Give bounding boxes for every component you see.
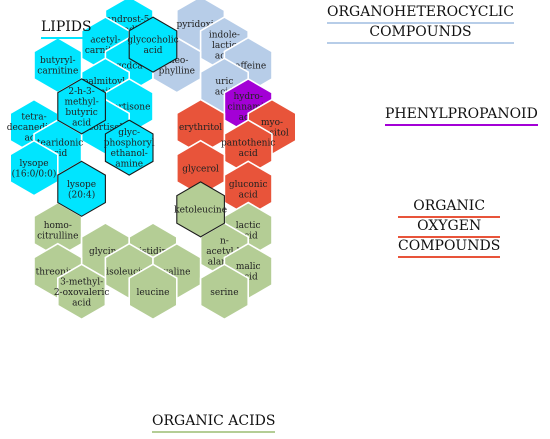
- metabolite-hex: ketoleucine: [174, 181, 227, 238]
- hex-label: homo-: [44, 221, 72, 231]
- hex-label: glycerol: [182, 164, 219, 174]
- hex-label: myo-: [261, 118, 283, 128]
- hex-cell: [128, 263, 178, 321]
- hex-label: acetyl-l-: [206, 247, 242, 257]
- hex-label: acid: [72, 118, 91, 128]
- hex-label: ketoleucine: [174, 206, 227, 216]
- hex-label: (16:0/0:0): [12, 169, 57, 180]
- hex-label: ethanol-: [111, 149, 148, 159]
- hex-label: malic: [236, 262, 261, 272]
- hex-cell: [128, 16, 178, 73]
- hex-label: glycine: [89, 247, 122, 257]
- hex-label: n-: [220, 236, 229, 246]
- hex-label: stearidonic: [32, 139, 83, 149]
- hex-label: indole-: [209, 30, 240, 40]
- hex-label: 2-oxovaleric: [54, 288, 110, 298]
- hex-label: hydro-: [233, 92, 262, 102]
- hex-cell: [104, 119, 154, 176]
- hex-label: serine: [210, 288, 238, 298]
- hex-label: carnitine: [37, 67, 78, 77]
- metabolite-hex: leucine: [128, 263, 178, 321]
- group-label-line: ORGANOHETEROCYCLIC: [327, 4, 515, 20]
- hex-label: valine: [162, 267, 190, 277]
- group-label-line: OXYGEN: [417, 218, 482, 234]
- group-label-organic-oxygen: ORGANIC OXYGEN COMPOUNDS: [398, 198, 501, 258]
- group-label-lipids: LIPIDS: [41, 19, 92, 39]
- hex-label: acid: [239, 190, 258, 200]
- metabolite-hex: lysope(16:0/0:0): [9, 139, 59, 197]
- group-label-line: COMPOUNDS: [369, 24, 472, 40]
- hex-label: acetyl-: [90, 36, 120, 46]
- hex-cell: [199, 263, 249, 321]
- hex-label: acid: [143, 46, 162, 56]
- hex-label: 3-methyl-: [60, 278, 103, 288]
- hex-cell: [57, 160, 106, 217]
- group-label-line: COMPOUNDS: [398, 238, 501, 254]
- hex-label: androst-5-: [106, 15, 153, 25]
- hex-label: tetra-: [21, 113, 46, 123]
- hex-label: cinnamic: [228, 103, 269, 113]
- hex-cell: [9, 139, 59, 197]
- hex-label: amine: [115, 160, 143, 170]
- hex-label: methyl-: [64, 97, 98, 107]
- hex-label: leucine: [136, 288, 169, 298]
- hex-label: caffeine: [230, 61, 266, 71]
- hex-cell: [176, 181, 225, 238]
- group-label-organoheterocyclic: ORGANOHETEROCYCLIC COMPOUNDS: [327, 4, 515, 44]
- hex-label: phosphoryl: [104, 139, 155, 149]
- hex-cell: [57, 78, 106, 135]
- hex-label: pyridoxine: [176, 20, 224, 30]
- metabolite-hex: serine: [199, 263, 249, 321]
- hex-label: glyc-: [118, 128, 140, 138]
- hex-label: acid: [239, 149, 258, 159]
- hex-label: decanedioic: [7, 123, 62, 133]
- hex-label: butyryl-: [40, 56, 76, 66]
- hex-label: citrulline: [37, 231, 78, 241]
- hex-label: erythritol: [179, 123, 222, 133]
- hex-label: butyric: [65, 108, 97, 118]
- metabolite-hex: lysope(20:4): [57, 160, 106, 217]
- hex-label: (20:4): [68, 189, 95, 200]
- hex-label: cortisone: [108, 103, 150, 113]
- hex-label: theo-: [165, 56, 188, 66]
- group-label-organic-acids: ORGANIC ACIDS: [152, 413, 276, 433]
- hex-label: threonine: [36, 267, 80, 277]
- hex-label: pantothenic: [221, 139, 275, 149]
- hex-label: lysope: [19, 159, 48, 169]
- hex-label: lactic: [212, 41, 237, 51]
- hex-label: palmitoyl-: [83, 77, 128, 87]
- hex-label: lysope: [67, 180, 96, 190]
- hex-label: lactic: [236, 221, 261, 231]
- hex-label: 2-h-3-: [68, 87, 94, 97]
- hex-label: histidine: [133, 247, 173, 257]
- hex-label: gcdca: [116, 61, 144, 71]
- hex-label: acid: [72, 299, 91, 309]
- hex-label: glycocholic: [127, 36, 178, 46]
- group-label-line: ORGANIC: [413, 198, 486, 214]
- hex-label: gluconic: [229, 180, 268, 190]
- hex-label: cortisol: [88, 123, 122, 133]
- hex-label: isoleucine: [106, 267, 152, 277]
- hex-label: phylline: [159, 67, 195, 77]
- hex-label: uric: [215, 77, 233, 87]
- group-label-phenylpropanoid: PHENYLPROPANOID: [385, 106, 538, 126]
- hex-cell: [56, 263, 107, 321]
